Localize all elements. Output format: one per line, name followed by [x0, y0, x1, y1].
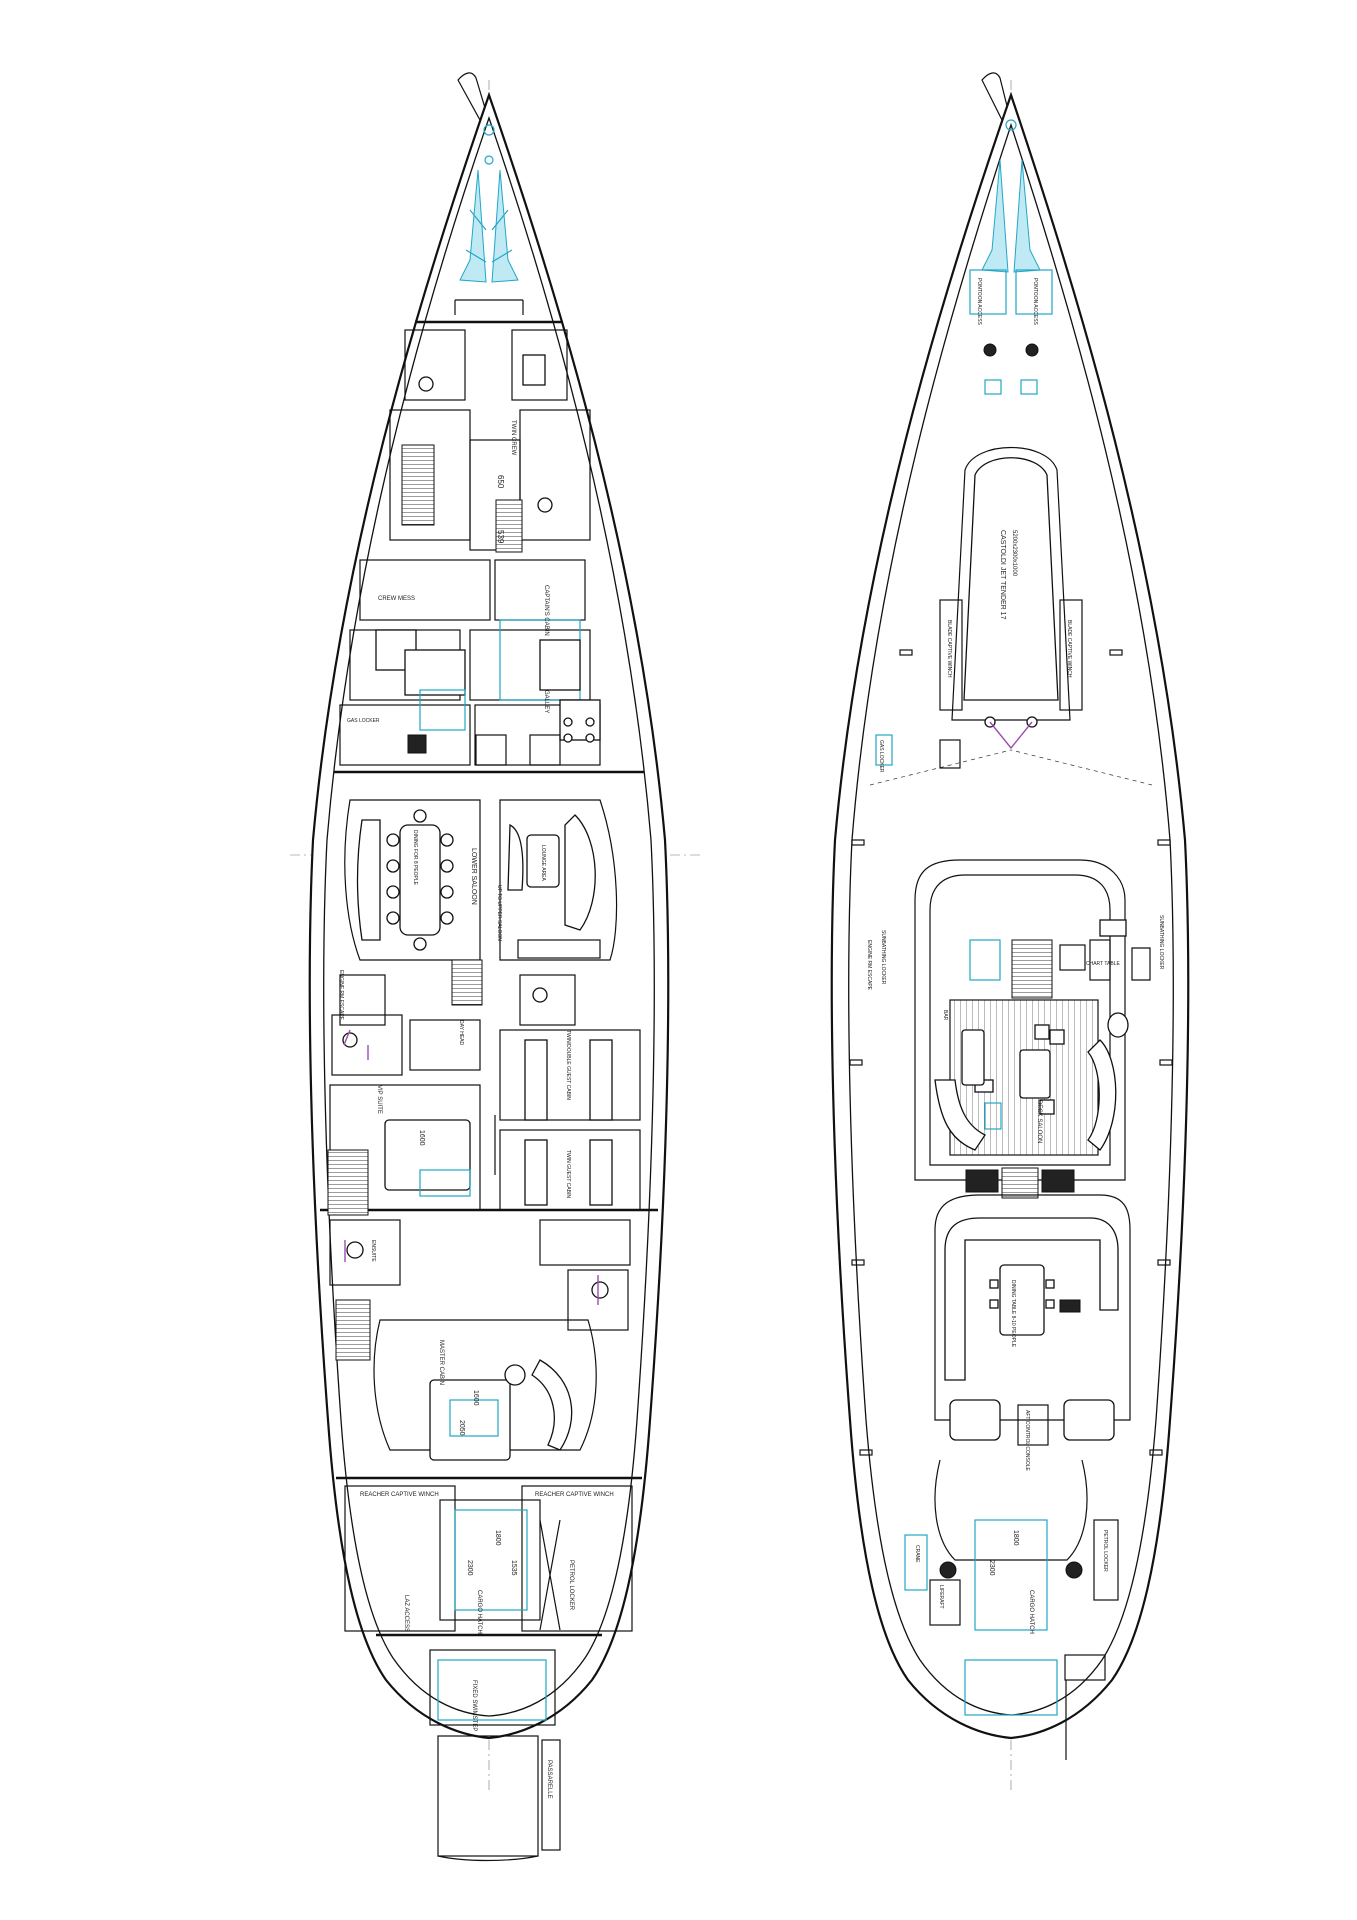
dim-2300-lower: 2300 — [466, 1560, 473, 1576]
label-engine-escape-upper: ENGINE RM ESCAPE — [866, 940, 872, 991]
guest-cabins: VIP SUITE TWIN/DOUBLE GUEST CABIN TWIN G… — [327, 970, 641, 1216]
dim-1800-upper: 1800 — [1012, 1530, 1019, 1546]
label-gas-locker-lower: GAS LOCKER — [347, 718, 380, 724]
label-deck-saloon: DECK SALOON — [1036, 1100, 1042, 1143]
label-bar: BAR — [942, 1010, 948, 1021]
label-engine-escape-lower: ENGINE RM ESCAPE — [338, 970, 344, 1021]
label-laz-access: LAZ ACCESS — [403, 1595, 409, 1632]
tender-name: CASTOLDI JET TENDER 17 — [999, 530, 1006, 620]
label-dining-8-10: DINING TABLE 8-10 PEOPLE — [1010, 1280, 1016, 1348]
label-twin-crew: TWIN CREW — [510, 420, 516, 456]
label-twin-double-guest: TWIN/DOUBLE GUEST CABIN — [565, 1030, 571, 1100]
label-lower-saloon: LOWER SALOON — [470, 848, 477, 905]
label-liferaft: LIFERAFT — [938, 1585, 944, 1609]
rigging-lines: GAS LOCKER — [869, 734, 1153, 786]
lower-deck-plan: 650 539 TWIN CREW CAPTAIN'S CABIN GALLEY… — [290, 72, 700, 1862]
label-lounge: LOUNGE AREA — [540, 845, 546, 882]
crew-quarters: 650 539 TWIN CREW CAPTAIN'S CABIN GALLEY… — [339, 329, 601, 766]
dim-1535: 1535 — [510, 1560, 517, 1576]
chain-locker — [454, 124, 524, 315]
dim-1600b: 1600 — [418, 1130, 425, 1146]
tender-size: 5200x2300x1000 — [1011, 530, 1017, 577]
label-cargo-hatch-lower: CARGO HATCH — [476, 1590, 482, 1634]
label-day-head: DAY HEAD — [458, 1020, 464, 1045]
label-stairs-up: UP TO UPPER SALOON — [496, 885, 502, 941]
label-reacher-winch-1: REACHER CAPTIVE WINCH — [360, 1492, 439, 1498]
label-blade-winch-1: BLADE CAPTIVE WINCH — [946, 620, 952, 678]
dim-2050: 2050 — [458, 1420, 465, 1436]
rail-stanchions — [849, 649, 1173, 1456]
tender: CASTOLDI JET TENDER 17 5200x2300x1000 BL… — [939, 446, 1083, 750]
dim-1800-lower: 1800 — [494, 1530, 501, 1546]
foredeck-gear: PONTOON ACCESS PONTOON ACCESS — [969, 119, 1053, 395]
label-crew-mess: CREW MESS — [378, 596, 415, 602]
label-twin-guest: TWIN GUEST CABIN — [565, 1150, 571, 1198]
dim-2300-upper: 2300 — [988, 1560, 995, 1576]
dim-1600: 1600 — [472, 1390, 479, 1406]
label-pontoon-access-2: PONTOON ACCESS — [1032, 278, 1038, 326]
label-petrol-locker-lower: PETROL LOCKER — [568, 1560, 574, 1611]
label-captains-cabin: CAPTAIN'S CABIN — [543, 585, 549, 636]
label-petrol-locker-upper: PETROL LOCKER — [1102, 1530, 1108, 1572]
master-cabin: MASTER CABIN ENSUITE 2050 1600 1600 — [329, 1130, 631, 1461]
hull-outline — [308, 91, 670, 1740]
aft-lazarette: REACHER CAPTIVE WINCH REACHER CAPTIVE WI… — [344, 1485, 633, 1862]
label-reacher-winch-2: REACHER CAPTIVE WINCH — [535, 1492, 614, 1498]
label-galley: GALLEY — [543, 690, 549, 713]
label-chart-table: CHART TABLE — [1086, 961, 1120, 967]
deckhouse: DECK SALOON CHART TABLE BAR ENGINE RM ES… — [866, 859, 1164, 1199]
aft-deck: CRANE LIFERAFT CARGO HATCH PETROL LOCKER… — [904, 1459, 1119, 1760]
label-passarelle: PASSARELLE — [546, 1760, 552, 1799]
cockpit: DINING TABLE 8-10 PEOPLE AFT CONTROL CON… — [934, 1194, 1131, 1472]
label-cargo-hatch-upper: CARGO HATCH — [1028, 1590, 1034, 1634]
dim-539: 539 — [496, 530, 505, 544]
dim-650: 650 — [496, 475, 505, 489]
label-pontoon-access-1: PONTOON ACCESS — [976, 278, 982, 326]
lower-saloon: LOWER SALOON DINING FOR 8 PEOPLE LOUNGE … — [344, 799, 618, 1006]
label-sunbathing-locker-2: SUNBATHING LOCKER — [1158, 915, 1164, 970]
label-ensuite: ENSUITE — [370, 1240, 376, 1262]
label-blade-winch-2: BLADE CAPTIVE WINCH — [1066, 620, 1072, 678]
label-crane: CRANE — [914, 1545, 920, 1563]
label-vip-suite: VIP SUITE — [376, 1085, 382, 1114]
label-fixed-swimstep: FIXED SWIMSTEP — [471, 1680, 477, 1731]
main-deck-plan: PONTOON ACCESS PONTOON ACCESS CASTOLDI J… — [830, 72, 1190, 1790]
label-gas-locker-upper: GAS LOCKER — [878, 740, 884, 773]
hull-outline — [830, 91, 1190, 1740]
label-dining-8: DINING FOR 8 PEOPLE — [412, 830, 418, 886]
label-sunbathing-locker: SUNBATHING LOCKER — [880, 930, 886, 985]
label-aft-control: AFT CONTROL CONSOLE — [1024, 1410, 1030, 1472]
hull-inner — [323, 116, 655, 1717]
label-master-cabin: MASTER CABIN — [438, 1340, 444, 1385]
